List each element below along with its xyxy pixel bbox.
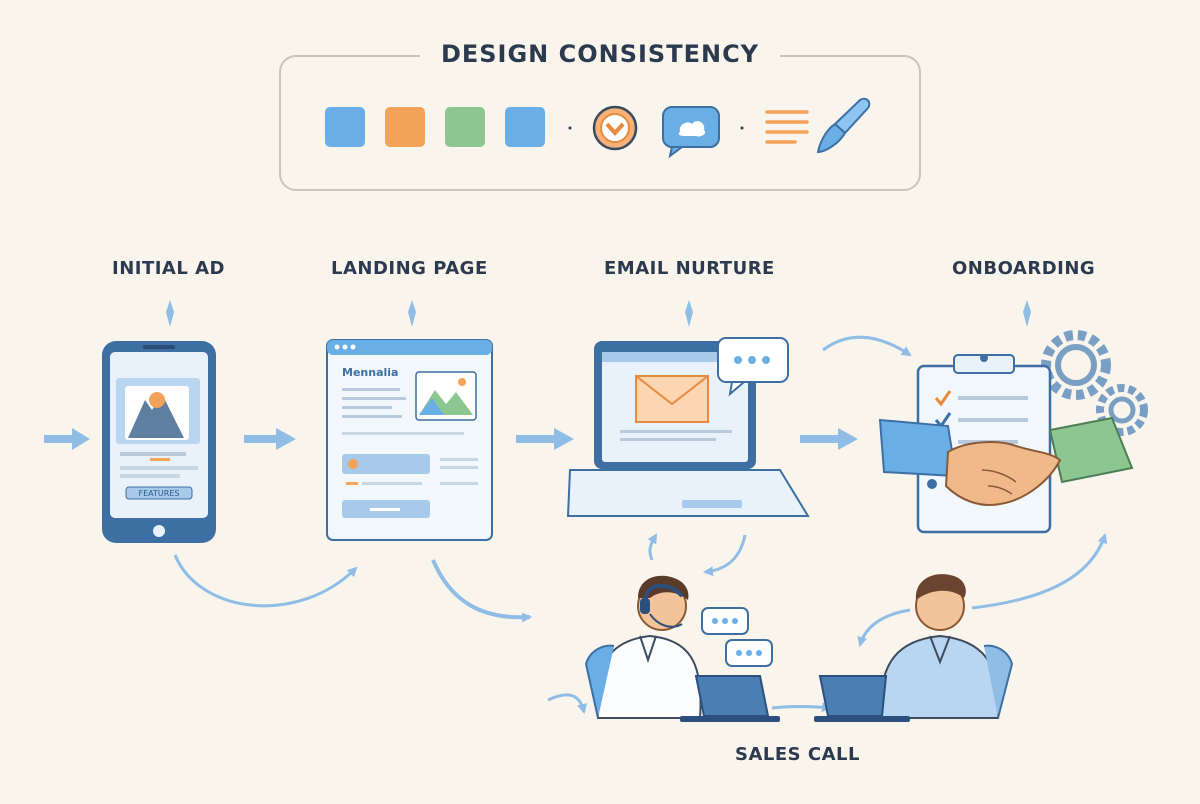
stage-label-sales-call: SALES CALL — [735, 744, 860, 765]
phone-illustration: FEATURES — [102, 341, 216, 543]
badge-icon — [592, 105, 638, 151]
swatch-blue-2 — [505, 107, 545, 147]
landing-heading-text: Mennalia — [342, 366, 398, 379]
title-backdrop — [420, 34, 780, 74]
gear-icon — [1041, 330, 1148, 436]
brush-icon — [816, 97, 871, 154]
separator-dot-2 — [740, 126, 744, 130]
swatch-blue — [325, 107, 365, 147]
separator-dot — [568, 126, 572, 130]
stage-label-initial-ad: INITIAL AD — [112, 258, 225, 279]
stage-label-onboarding: ONBOARDING — [952, 258, 1096, 279]
landing-page-illustration: Mennalia — [326, 339, 493, 541]
sales-person-right — [814, 574, 1014, 722]
stage-label-landing-page: LANDING PAGE — [331, 258, 488, 279]
text-lines-icon — [765, 110, 809, 144]
email-laptop-illustration — [566, 337, 810, 517]
chat-bubble-icon — [662, 106, 720, 159]
ad-cta-text: FEATURES — [139, 489, 180, 498]
swatch-green — [445, 107, 485, 147]
page-title: DESIGN CONSISTENCY — [440, 40, 760, 68]
curved-arrows — [173, 335, 1108, 714]
color-palette — [325, 107, 545, 147]
flow-arrows — [44, 428, 858, 450]
stage-label-email-nurture: EMAIL NURTURE — [604, 258, 775, 279]
onboarding-illustration — [878, 330, 1148, 534]
sales-person-left — [584, 575, 780, 722]
down-arrows — [166, 300, 1031, 327]
swatch-orange — [385, 107, 425, 147]
